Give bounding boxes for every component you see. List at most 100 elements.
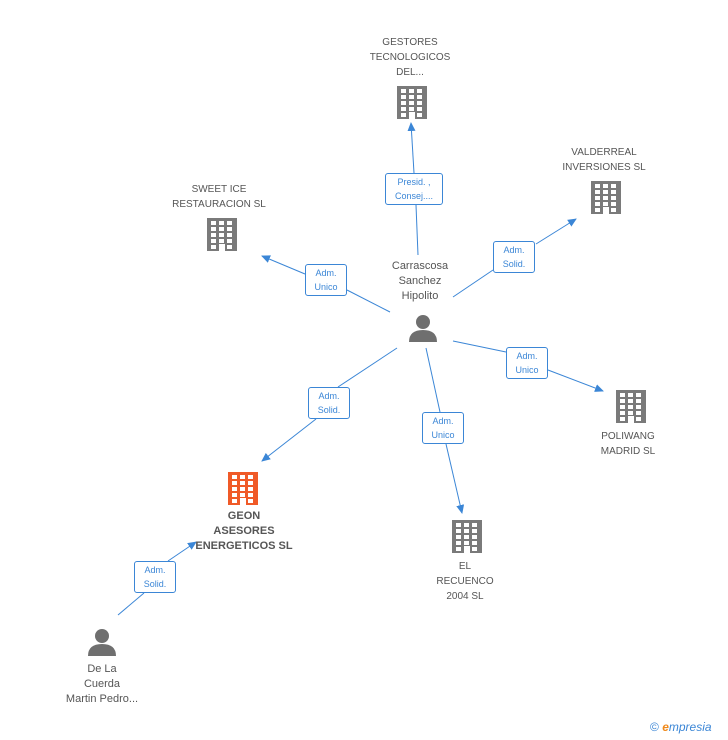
- node-label-sweet[interactable]: SWEET ICE RESTAURACION SL: [172, 184, 266, 210]
- building-icon-gestores-window: [409, 101, 414, 105]
- building-icon-poliwang-window: [636, 399, 641, 403]
- edge-geon-a: [337, 347, 398, 388]
- building-icon-poliwang-window: [636, 417, 641, 421]
- edge-delacuerda-a: [117, 592, 145, 616]
- building-icon-valderreal-window: [603, 196, 608, 200]
- building-icon-gestores-window: [417, 107, 422, 111]
- building-icon-poliwang-window: [636, 411, 641, 415]
- building-icon-geon-door: [240, 498, 246, 505]
- copyright-symbol: ©: [650, 720, 659, 734]
- building-icon-valderreal-window: [595, 184, 600, 188]
- node-label-valderreal[interactable]: VALDERREAL INVERSIONES SL: [562, 147, 646, 173]
- node-label-hub[interactable]: Carrascosa Sanchez Hipolito: [391, 260, 449, 302]
- edge-poliwang-a: [452, 340, 507, 353]
- building-icon-valderreal-window: [611, 190, 616, 194]
- building-icon-valderreal-window: [611, 202, 616, 206]
- building-icon-valderreal-window: [611, 184, 616, 188]
- building-icon-geon-window: [240, 481, 245, 485]
- person-icon-hub-head: [416, 315, 430, 329]
- edge-badge-poliwang[interactable]: Adm. Unico: [506, 347, 548, 379]
- building-icon-recuenco-window: [464, 529, 469, 533]
- building-icon-geon-window: [232, 481, 237, 485]
- building-icon-gestores-window: [409, 95, 414, 99]
- building-icon-sweet-window: [211, 233, 216, 237]
- building-icon-poliwang-window: [620, 411, 625, 415]
- building-icon-sweet-window: [219, 221, 224, 225]
- building-icon-recuenco-window: [456, 523, 461, 527]
- building-icon-geon-window: [232, 475, 237, 479]
- node-label-delacuerda[interactable]: De La Cuerda Martin Pedro...: [65, 663, 139, 705]
- building-icon-valderreal[interactable]: [591, 181, 621, 214]
- building-icon-valderreal-window: [603, 184, 608, 188]
- building-icon-gestores-window: [401, 101, 406, 105]
- building-icon-geon-window: [240, 475, 245, 479]
- person-icon-hub[interactable]: [409, 315, 437, 342]
- building-icon-geon-window: [240, 487, 245, 491]
- building-icon-gestores-window: [401, 89, 406, 93]
- edge-sweet-b: [261, 255, 306, 275]
- building-icon-geon-window: [240, 493, 245, 497]
- edge-gestores-b: [407, 122, 416, 174]
- edge-gestores-a: [415, 204, 419, 256]
- edge-valderreal-b: [535, 218, 577, 245]
- building-icon-gestores-window: [409, 89, 414, 93]
- building-icon-valderreal-window: [595, 202, 600, 206]
- node-label-poliwang[interactable]: POLIWANG MADRID SL: [600, 431, 656, 457]
- edge-badge-delacuerda[interactable]: Adm. Solid.: [134, 561, 176, 593]
- building-icon-sweet-window: [219, 233, 224, 237]
- building-icon-sweet-window: [219, 239, 224, 243]
- edge-badge-gestores[interactable]: Presid. , Consej....: [385, 173, 443, 205]
- building-icon-valderreal-window: [611, 208, 616, 212]
- building-icon-recuenco-window: [456, 535, 461, 539]
- edge-badge-valderreal[interactable]: Adm. Solid.: [493, 241, 535, 273]
- edge-delacuerda-b: [167, 541, 197, 562]
- building-icon-gestores-window: [409, 107, 414, 111]
- building-icon-geon-window: [248, 493, 253, 497]
- building-icon-gestores-window: [401, 113, 406, 117]
- building-icon-sweet-door: [219, 244, 225, 251]
- building-icon-gestores[interactable]: [397, 86, 427, 119]
- edge-badge-geon[interactable]: Adm. Solid.: [308, 387, 350, 419]
- edge-recuenco-b: [445, 443, 465, 514]
- building-icon-valderreal-window: [603, 190, 608, 194]
- node-label-recuenco[interactable]: EL RECUENCO 2004 SL: [436, 561, 494, 602]
- building-icon-poliwang-window: [620, 405, 625, 409]
- building-icon-valderreal-window: [611, 196, 616, 200]
- building-icon-poliwang[interactable]: [616, 390, 646, 423]
- edge-sweet-a: [346, 289, 391, 313]
- building-icon-recuenco-window: [472, 523, 477, 527]
- node-label-gestores[interactable]: GESTORES TECNOLOGICOS DEL...: [369, 37, 451, 78]
- building-icon-recuenco[interactable]: [452, 520, 482, 553]
- edge-badge-sweet[interactable]: Adm. Unico: [305, 264, 347, 296]
- building-icon-geon[interactable]: [228, 472, 258, 505]
- building-icon-poliwang-window: [620, 399, 625, 403]
- building-icon-sweet-window: [227, 245, 232, 249]
- building-icon-sweet[interactable]: [207, 218, 237, 251]
- building-icon-recuenco-window: [464, 535, 469, 539]
- building-icon-sweet-window: [219, 227, 224, 231]
- building-icon-gestores-window: [417, 95, 422, 99]
- building-icon-geon-window: [248, 481, 253, 485]
- building-icon-poliwang-window: [628, 399, 633, 403]
- edge-badge-recuenco[interactable]: Adm. Unico: [422, 412, 464, 444]
- node-label-geon[interactable]: GEON ASESORES ENERGETICOS SL: [195, 510, 293, 552]
- building-icon-recuenco-window: [472, 529, 477, 533]
- building-icon-valderreal-window: [595, 208, 600, 212]
- person-icon-hub-body: [409, 330, 437, 342]
- building-icon-gestores-window: [417, 101, 422, 105]
- building-icon-geon-window: [248, 487, 253, 491]
- building-icon-geon-window: [232, 499, 237, 503]
- empresia-logo-initial: e: [662, 720, 669, 734]
- building-icon-poliwang-window: [628, 393, 633, 397]
- building-icon-recuenco-window: [464, 541, 469, 545]
- building-icon-poliwang-window: [620, 393, 625, 397]
- building-icon-poliwang-window: [628, 411, 633, 415]
- building-icon-geon-window: [232, 493, 237, 497]
- person-icon-delacuerda[interactable]: [88, 629, 116, 656]
- building-icon-recuenco-window: [456, 547, 461, 551]
- empresia-credit[interactable]: © empresia: [650, 720, 712, 734]
- building-icon-gestores-window: [417, 113, 422, 117]
- edge-poliwang-b: [547, 369, 604, 392]
- building-icon-sweet-window: [211, 239, 216, 243]
